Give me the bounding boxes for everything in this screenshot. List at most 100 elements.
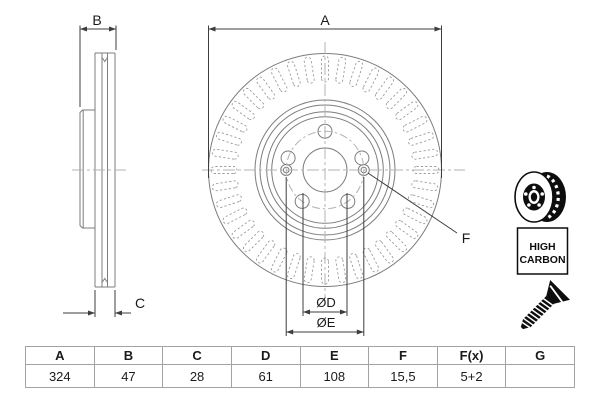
brake-disc-icon: [514, 171, 566, 223]
screw-threads: [520, 297, 554, 329]
vent-slot: [335, 256, 347, 284]
vent-slot: [408, 131, 435, 146]
icon-bolt-hole: [524, 192, 528, 196]
vent-slot: [411, 180, 439, 192]
vent-slot: [210, 166, 238, 174]
high-carbon-badge: HIGH CARBON: [516, 227, 569, 275]
disc-section-outline: [94, 52, 116, 288]
bolt-hole: [294, 193, 310, 209]
vent-slot: [402, 207, 428, 225]
badge-text-line2: CARBON: [519, 254, 565, 266]
vent-slot: [402, 115, 428, 133]
table-header-e: E: [300, 347, 370, 365]
vent-slot: [211, 180, 239, 192]
badge-frame: [516, 227, 569, 275]
table-value-c: 28: [163, 365, 232, 387]
table-value-f: 15,5: [369, 365, 438, 387]
vent-slot: [231, 101, 255, 121]
arrowhead: [80, 26, 87, 32]
vent-slot: [222, 207, 248, 225]
vent-slot: [270, 247, 288, 273]
dimension-d: [302, 193, 348, 316]
table-header-g: G: [506, 347, 574, 365]
vent-slot: [411, 148, 439, 160]
front-view: [202, 42, 465, 298]
table-value-e: 108: [301, 365, 370, 387]
arrowhead: [340, 309, 347, 315]
badge-text-line1: HIGH: [529, 241, 555, 253]
arrowhead: [88, 310, 95, 316]
vent-slot: [374, 76, 394, 100]
vent-slot: [215, 131, 242, 146]
hub-hat-outline: [79, 109, 95, 229]
icon-bore: [530, 192, 538, 202]
table-header-b: B: [94, 347, 164, 365]
table-header-fx: F(x): [437, 347, 507, 365]
vent-slot: [349, 253, 364, 280]
vent-slot: [242, 87, 265, 110]
vent-slot: [362, 247, 380, 273]
vent-slot: [349, 60, 364, 87]
vent-slot: [211, 148, 239, 160]
dim-label-a: A: [320, 12, 330, 28]
arrowhead: [286, 329, 294, 335]
icon-bolt-hole: [527, 203, 531, 207]
icon-bolt-hole: [540, 192, 544, 196]
arrowhead: [434, 26, 442, 32]
dim-label-b: B: [92, 12, 101, 28]
arrowhead: [208, 26, 216, 32]
vent-slot: [321, 257, 329, 285]
vent-slot: [385, 87, 408, 110]
table-header-f: F: [369, 347, 438, 365]
f-leader-line: [367, 172, 458, 234]
icon-bolt-hole: [537, 203, 541, 207]
table-value-row: 324 47 28 61 108 15,5 5+2: [26, 365, 574, 387]
table-value-b: 47: [95, 365, 164, 387]
vent-slot: [362, 67, 380, 93]
table-header-d: D: [231, 347, 301, 365]
vent-slot: [303, 56, 315, 84]
table-header-a: A: [26, 347, 95, 365]
table-header-c: C: [163, 347, 232, 365]
dimension-e: [285, 177, 365, 336]
countersunk-screw-icon: [520, 280, 570, 330]
bolt-hole: [317, 123, 333, 139]
table-value-a: 324: [26, 365, 95, 387]
vent-slot: [222, 115, 248, 133]
vent-slots: [210, 55, 440, 285]
dimension-c: [63, 290, 131, 317]
dim-label-f: F: [462, 230, 471, 246]
vent-slot: [286, 253, 301, 280]
vent-slot: [395, 101, 419, 121]
dimension-b: [79, 25, 117, 107]
table-value-g: [506, 365, 574, 387]
vent-slot: [256, 76, 276, 100]
dim-label-d: ØD: [316, 295, 336, 310]
dimension-table: A B C D E F F(x) G 324 47 28 61 108 15,5…: [25, 346, 575, 388]
vent-slot: [303, 256, 315, 284]
table-value-d: 61: [232, 365, 301, 387]
vent-slot: [412, 166, 440, 174]
dim-label-c: C: [135, 295, 145, 311]
dimension-a: [208, 25, 442, 178]
screw-head: [546, 280, 570, 304]
vent-slot: [408, 194, 435, 209]
bolt-hole: [340, 193, 356, 209]
vent-slot: [286, 60, 301, 87]
arrowhead: [356, 329, 364, 335]
screw-slot: [549, 285, 563, 303]
arrowhead: [109, 26, 116, 32]
vent-slot: [321, 55, 329, 83]
dim-label-e: ØE: [317, 315, 336, 330]
vent-slot: [242, 230, 265, 253]
vent-slot: [395, 219, 419, 239]
vent-slot: [385, 230, 408, 253]
vent-slot: [256, 240, 276, 264]
side-view: [72, 52, 126, 288]
arrowhead: [303, 309, 310, 315]
vent-slot: [374, 240, 394, 264]
vent-slot: [215, 194, 242, 209]
icon-bolt-hole: [532, 185, 536, 190]
